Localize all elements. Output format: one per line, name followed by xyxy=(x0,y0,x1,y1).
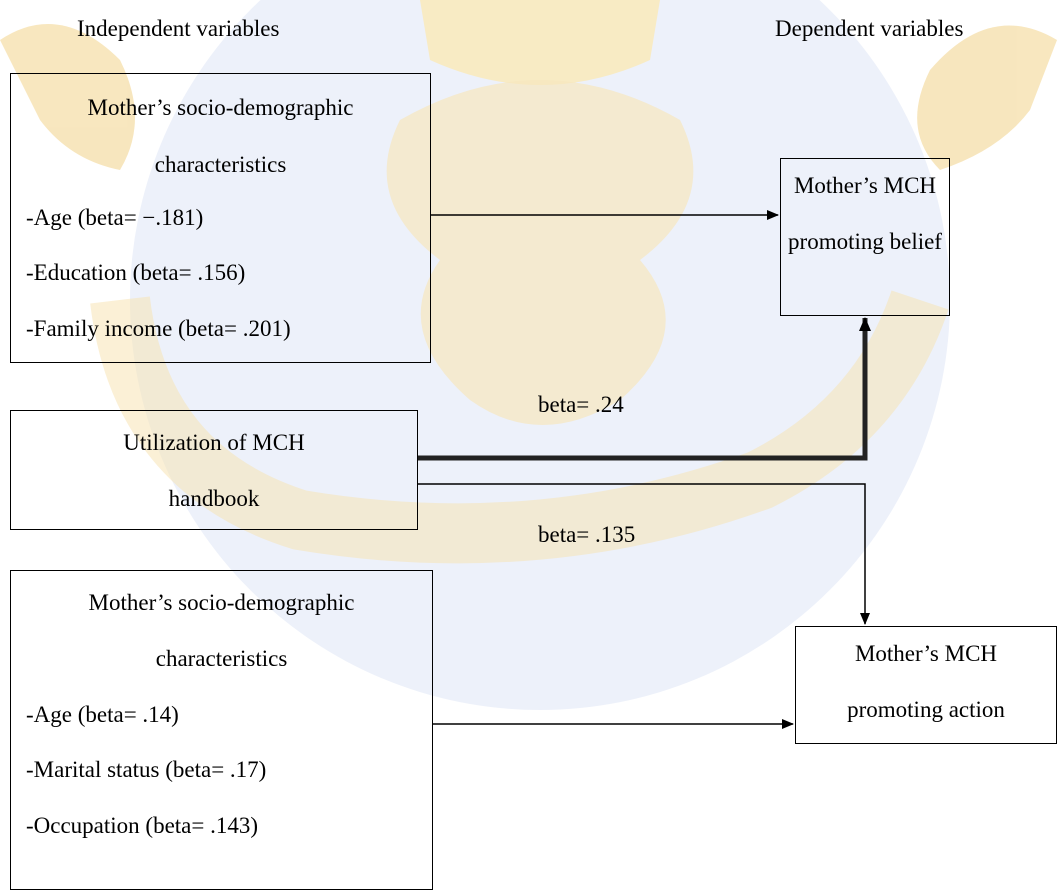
box1-item-education: -Education (beta= .156) xyxy=(26,260,246,285)
watermark-ribbon-left xyxy=(0,24,135,170)
watermark-ribbon-right xyxy=(917,25,1057,170)
box1-item-family-income: -Family income (beta= .201) xyxy=(26,316,291,341)
dependent-variables-heading: Dependent variables xyxy=(775,16,964,41)
watermark-garuda xyxy=(386,80,694,425)
promoting-belief-box xyxy=(780,158,950,316)
box3-item-marital-status: -Marital status (beta= .17) xyxy=(26,757,267,782)
socio-demographic-box-belief xyxy=(10,73,431,363)
action-line1: Mother’s MCH xyxy=(854,641,998,666)
utilization-line2: handbook xyxy=(168,486,260,511)
watermark-crown xyxy=(420,0,660,85)
edge-label-util-to-action: beta= .135 xyxy=(538,522,636,547)
watermark-arc-text xyxy=(90,290,949,564)
box1-title-line1: Mother’s socio-demographic xyxy=(87,95,354,120)
utilization-line1: Utilization of MCH xyxy=(123,430,305,455)
box1-title-line2: characteristics xyxy=(154,152,287,177)
belief-line1: Mother’s MCH xyxy=(793,173,937,198)
arrow-utilization-to-action xyxy=(418,483,870,625)
arrow-utilization-to-belief xyxy=(418,317,871,461)
box3-title-line2: characteristics xyxy=(155,646,288,671)
action-line2: promoting action xyxy=(847,697,1005,722)
edge-label-util-to-belief: beta= .24 xyxy=(538,392,624,417)
watermark-circle xyxy=(130,0,950,710)
independent-variables-heading: Independent variables xyxy=(77,16,280,41)
box3-item-occupation: -Occupation (beta= .143) xyxy=(26,813,259,838)
box3-title-line1: Mother’s socio-demographic xyxy=(88,590,355,615)
box1-item-age: -Age (beta= −.181) xyxy=(26,205,204,230)
belief-line2: promoting belief xyxy=(788,229,942,254)
box3-item-age: -Age (beta= .14) xyxy=(26,702,179,727)
utilization-box xyxy=(10,410,418,530)
